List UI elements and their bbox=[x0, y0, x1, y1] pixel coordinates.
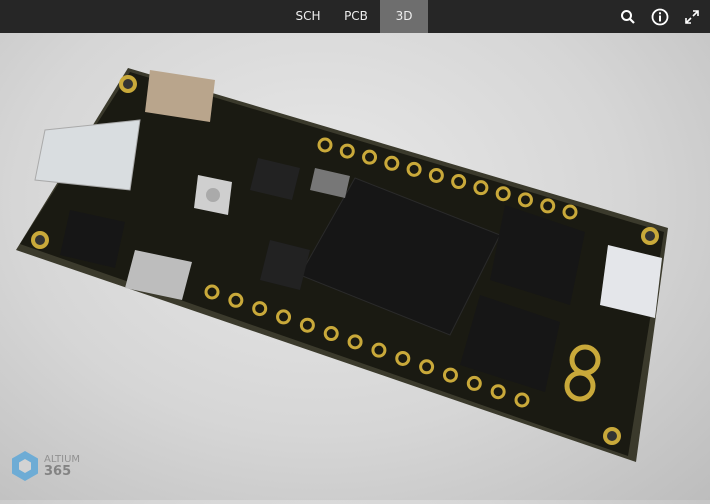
header-pin bbox=[451, 174, 467, 190]
chip bbox=[250, 158, 300, 200]
chip bbox=[310, 168, 350, 198]
header-pin bbox=[362, 149, 378, 165]
header-pin bbox=[339, 143, 355, 159]
arduino-logo bbox=[564, 344, 601, 402]
header-pin bbox=[517, 192, 533, 208]
header-pin bbox=[540, 198, 556, 214]
header-pin bbox=[514, 392, 530, 408]
header-pin bbox=[495, 186, 511, 202]
header-pin bbox=[276, 309, 292, 325]
top-toolbar: SCH PCB 3D bbox=[0, 0, 710, 33]
pcb-3d-model[interactable] bbox=[0, 33, 710, 500]
header-pin bbox=[442, 367, 458, 383]
logo-product: 365 bbox=[44, 464, 72, 479]
jst-connector bbox=[125, 250, 192, 300]
3d-viewport[interactable] bbox=[0, 33, 710, 500]
chip bbox=[60, 210, 125, 268]
header-pin bbox=[419, 359, 435, 375]
header-pin bbox=[466, 375, 482, 391]
header-pin bbox=[395, 350, 411, 366]
header-pin bbox=[323, 326, 339, 342]
header-pin bbox=[204, 284, 220, 300]
tab-sch[interactable]: SCH bbox=[295, 9, 321, 23]
header-pin bbox=[428, 167, 444, 183]
logo-brand: ALTIUM bbox=[44, 454, 81, 465]
info-icon[interactable] bbox=[650, 7, 670, 27]
view-tabs: SCH PCB 3D bbox=[284, 0, 428, 33]
chip bbox=[490, 205, 585, 305]
header-pin bbox=[406, 161, 422, 177]
tab-pcb[interactable]: PCB bbox=[344, 9, 368, 23]
search-icon[interactable] bbox=[618, 7, 638, 27]
header-pin bbox=[317, 137, 333, 153]
header-pin bbox=[252, 301, 268, 317]
header-pin bbox=[384, 155, 400, 171]
header-pin bbox=[473, 180, 489, 196]
antenna-module bbox=[600, 245, 662, 318]
usb-c-connector bbox=[34, 119, 141, 191]
main-mcu bbox=[299, 177, 501, 336]
altium-365-logo: ALTIUM 365 bbox=[10, 450, 80, 482]
mounting-holes bbox=[31, 75, 659, 445]
tab-3d[interactable]: 3D bbox=[380, 0, 428, 33]
chip bbox=[460, 295, 560, 392]
header-pin bbox=[562, 204, 578, 220]
header-pin bbox=[490, 384, 506, 400]
header-pin bbox=[299, 317, 315, 333]
header-pin bbox=[347, 334, 363, 350]
battery-connector bbox=[145, 70, 215, 122]
altium-logo-icon bbox=[12, 451, 38, 481]
header-pin bbox=[228, 292, 244, 308]
chip bbox=[260, 240, 310, 290]
fullscreen-icon[interactable] bbox=[682, 7, 702, 27]
header-pin bbox=[371, 342, 387, 358]
